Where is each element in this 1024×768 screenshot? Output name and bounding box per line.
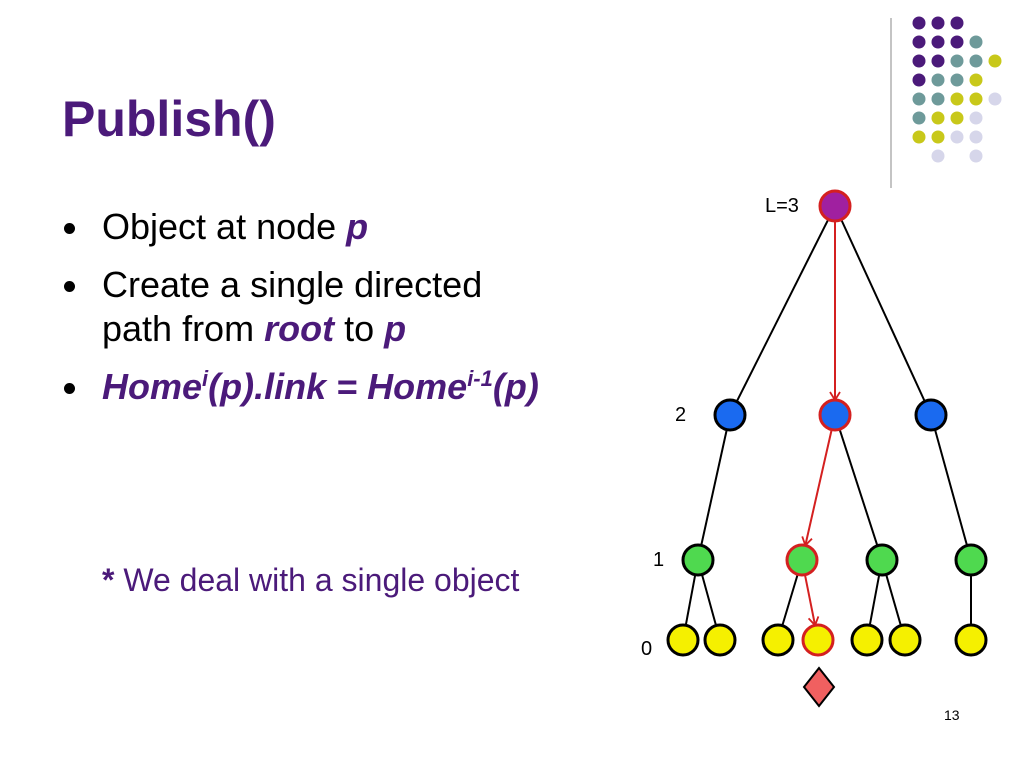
tree-node-root-on-path — [818, 189, 852, 223]
decoration-dot — [969, 73, 983, 87]
decoration-dot — [912, 35, 926, 49]
bullet-dot — [64, 223, 75, 234]
decoration-dot — [969, 130, 983, 144]
tree-node-l7 — [954, 623, 988, 657]
tree-node-d1 — [954, 543, 988, 577]
decoration-dot — [950, 73, 964, 87]
bullet-list: Object at node p Create a single directe… — [64, 205, 664, 423]
formula-p: (p) — [492, 366, 539, 407]
tree-node-l4-on-path — [801, 623, 835, 657]
decoration-dot — [950, 54, 964, 68]
object-diamond — [802, 666, 836, 708]
decoration-dot — [931, 111, 945, 125]
decoration-dot — [969, 54, 983, 68]
tree-node-l6 — [888, 623, 922, 657]
decoration-dot — [950, 111, 964, 125]
bullet-home-link-formula: Homei(p).link = Homei-1(p) — [64, 365, 664, 409]
tree-edge — [885, 574, 902, 626]
decoration-dot — [912, 130, 926, 144]
tree-edge — [735, 218, 830, 403]
tree-edge — [838, 428, 879, 547]
tree-edge — [701, 574, 717, 626]
level-label-2: 2 — [675, 404, 686, 426]
decoration-dot — [931, 54, 945, 68]
tree-node-l3 — [761, 623, 795, 657]
home-link-formula: Homei(p).link = Homei-1(p) — [102, 366, 539, 407]
note-text: We deal with a single object — [114, 562, 520, 598]
decoration-dot — [912, 92, 926, 106]
tree-node-c2 — [914, 398, 948, 432]
decoration-dot — [950, 92, 964, 106]
node-p-emphasis: p — [384, 308, 407, 349]
bullet-text: to — [334, 308, 385, 349]
decoration-dot — [969, 149, 983, 163]
decoration-dot — [931, 130, 945, 144]
decoration-dot — [950, 16, 964, 30]
decoration-dot — [912, 54, 926, 68]
decoration-dot — [950, 35, 964, 49]
tree-node-l5 — [850, 623, 884, 657]
decoration-dot — [988, 92, 1002, 106]
decoration-dot — [931, 35, 945, 49]
decoration-dot — [969, 92, 983, 106]
bullet-dot — [64, 383, 75, 394]
decoration-dot — [931, 149, 945, 163]
tree-edge — [868, 574, 881, 626]
level-label-0: 0 — [641, 638, 652, 660]
tree-node-l1 — [666, 623, 700, 657]
decoration-dot — [931, 73, 945, 87]
slide-title: Publish() — [62, 91, 276, 147]
decoration-dot — [931, 92, 945, 106]
formula-link-home: (p).link = Home — [208, 366, 468, 407]
decoration-dot — [988, 54, 1002, 68]
tree-edge — [781, 574, 799, 626]
bullet-create-path: Create a single directed path from root … — [64, 263, 664, 351]
tree-node-b2-on-path — [818, 398, 852, 432]
tree-edge — [700, 429, 728, 546]
single-object-note: * We deal with a single object — [102, 562, 519, 599]
tree-edge — [840, 219, 926, 402]
level-label-1: 1 — [653, 549, 664, 571]
tree-node-l2 — [703, 623, 737, 657]
note-asterisk: * — [102, 562, 115, 598]
tree-node-a1 — [681, 543, 715, 577]
bullet-text: Create a single directed — [102, 264, 483, 305]
tree-node-b1-on-path — [785, 543, 819, 577]
decoration-dot — [912, 16, 926, 30]
tree-edge — [934, 429, 968, 546]
formula-superscript-i-minus-1: i-1 — [467, 366, 493, 391]
formula-home: Home — [102, 366, 203, 407]
publish-path-arrow — [801, 429, 833, 548]
tree-node-c1 — [865, 543, 899, 577]
bullet-text: Object at node — [102, 206, 347, 247]
root-emphasis: root — [264, 308, 335, 349]
tree-node-a2 — [713, 398, 747, 432]
level-label-3: L=3 — [765, 195, 799, 217]
formula-superscript-i: i — [202, 366, 209, 391]
bullet-dot — [64, 281, 75, 292]
decoration-dot — [912, 111, 926, 125]
tree-edge — [684, 574, 697, 626]
node-p-emphasis: p — [346, 206, 369, 247]
decoration-dot — [969, 111, 983, 125]
decoration-dot — [950, 130, 964, 144]
decoration-dot — [969, 35, 983, 49]
decoration-dot — [912, 73, 926, 87]
bullet-object-at-node: Object at node p — [64, 205, 664, 249]
bullet-text: path from — [102, 308, 265, 349]
decoration-dot — [931, 16, 945, 30]
publish-path-arrow — [803, 574, 820, 627]
page-number: 13 — [944, 707, 960, 723]
